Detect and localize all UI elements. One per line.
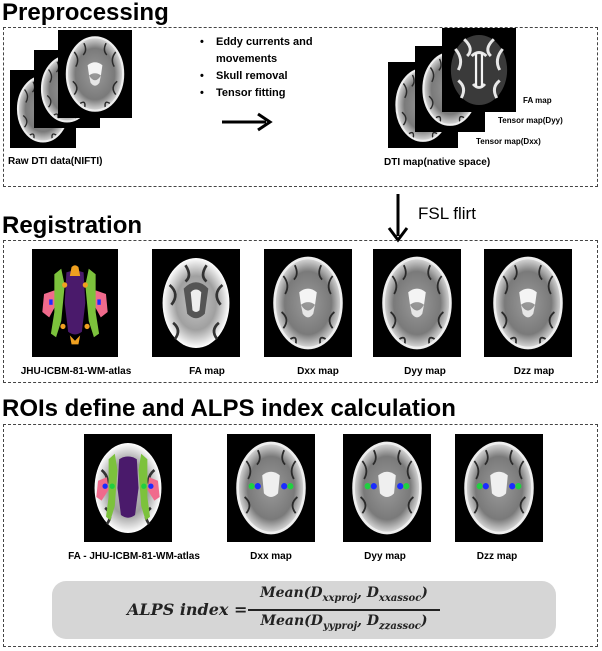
dti-map-label: DTI map(native space) (384, 157, 491, 168)
roi-label-dxx: Dxx map (250, 551, 292, 562)
stack-label-fa: FA map (523, 96, 552, 105)
flirt-label: FSL flirt (418, 204, 476, 223)
reg-fa-image (152, 249, 240, 357)
preprocessing-panel (3, 27, 598, 187)
raw-dti-slice-front (58, 30, 132, 118)
roi-label-dzz: Dzz map (476, 551, 518, 562)
fa-atlas-image (84, 434, 172, 542)
section-title-rois: ROIs define and ALPS index calculation (2, 395, 456, 422)
step-skull: Skull removal (196, 68, 356, 85)
reg-label-atlas: JHU-ICBM-81-WM-atlas (20, 366, 132, 377)
reg-label-dzz: Dzz map (513, 366, 555, 377)
atlas-image (32, 249, 118, 357)
section-title-registration: Registration (2, 212, 143, 239)
reg-label-dyy: Dyy map (404, 366, 446, 377)
alps-fraction-line (248, 609, 440, 611)
reg-dzz-image (484, 249, 572, 357)
reg-dyy-image (373, 249, 461, 357)
reg-label-dxx: Dxx map (297, 366, 339, 377)
roi-dzz-image (455, 434, 543, 542)
reg-dxx-image (264, 249, 352, 357)
stack-label-dyy: Tensor map(Dyy) (498, 116, 563, 125)
dti-map-slice-front (442, 28, 516, 112)
reg-label-fa: FA map (189, 366, 225, 377)
right-arrow-icon (222, 112, 273, 132)
alps-formula-lhs: ALPS index = (127, 600, 248, 619)
raw-dti-label: Raw DTI data(NIFTI) (8, 156, 103, 167)
alps-numerator: Mean(Dxxproj, Dxxassoc) (260, 585, 428, 604)
stack-label-dxx: Tensor map(Dxx) (476, 137, 541, 146)
section-title-preprocessing: Preprocessing (2, 0, 169, 26)
step-tensor: Tensor fitting (196, 85, 356, 102)
roi-dxx-image (227, 434, 315, 542)
registration-panel (3, 240, 598, 383)
roi-label-fa-atlas: FA - JHU-ICBM-81-WM-atlas (68, 551, 200, 562)
rois-panel (3, 424, 598, 647)
down-arrow-icon (387, 194, 409, 243)
roi-dyy-image (343, 434, 431, 542)
roi-label-dyy: Dyy map (364, 551, 406, 562)
alps-denominator: Mean(Dyyproj, Dzzassoc) (260, 613, 428, 632)
